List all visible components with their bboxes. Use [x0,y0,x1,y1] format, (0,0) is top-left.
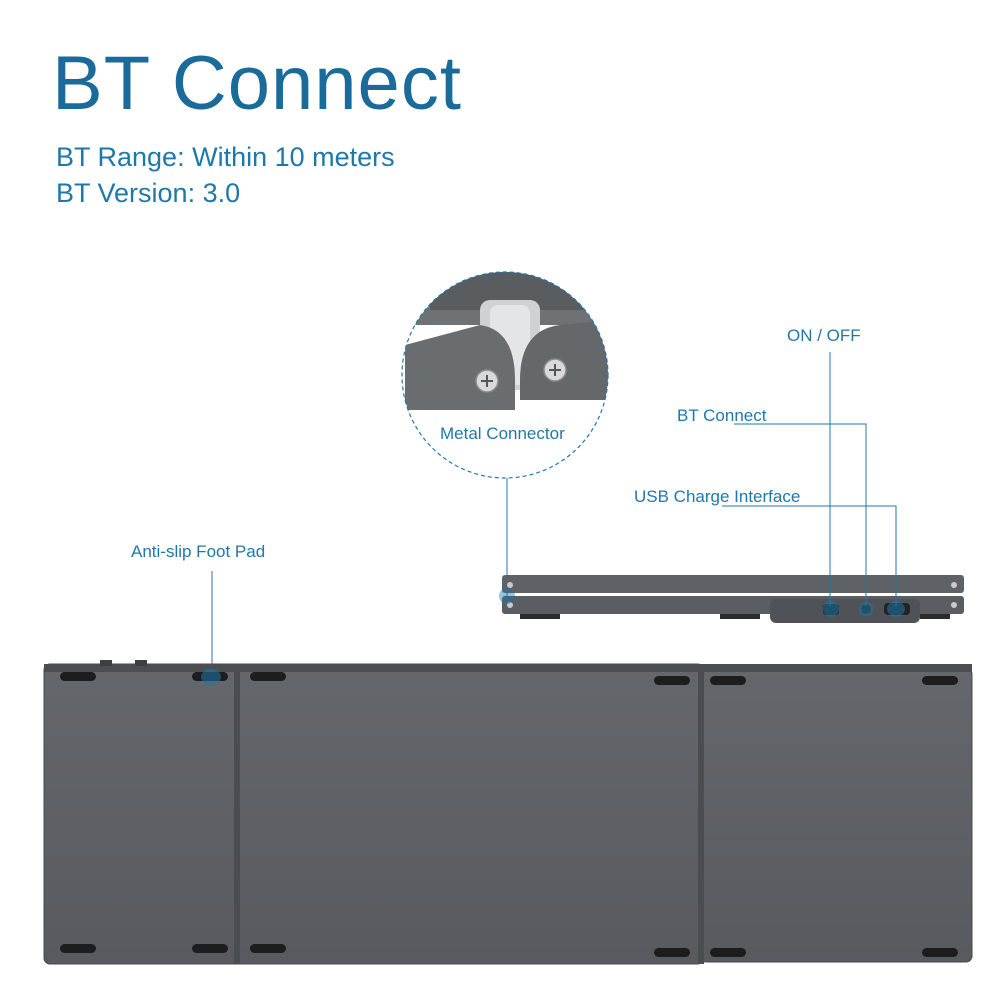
keyboard-bottom-view [43,660,973,965]
metal-connector-zoom [401,271,609,479]
callout-metal-connector: Metal Connector [440,424,565,443]
hinge-right [520,320,608,400]
callout-highlights [823,601,905,617]
spec-bt-range: BT Range: Within 10 meters [56,142,395,172]
spec-bt-version: BT Version: 3.0 [56,178,241,208]
folded-keyboard-side-view [499,575,964,623]
callout-on-off: ON / OFF [787,326,861,345]
callout-anti-slip-foot-pad: Anti-slip Foot Pad [131,542,266,561]
callout-bt-connect: BT Connect [677,406,767,425]
callout-usb-charge-interface: USB Charge Interface [634,487,801,506]
page-title: BT Connect [52,41,462,126]
callout-leaders [211,352,897,676]
